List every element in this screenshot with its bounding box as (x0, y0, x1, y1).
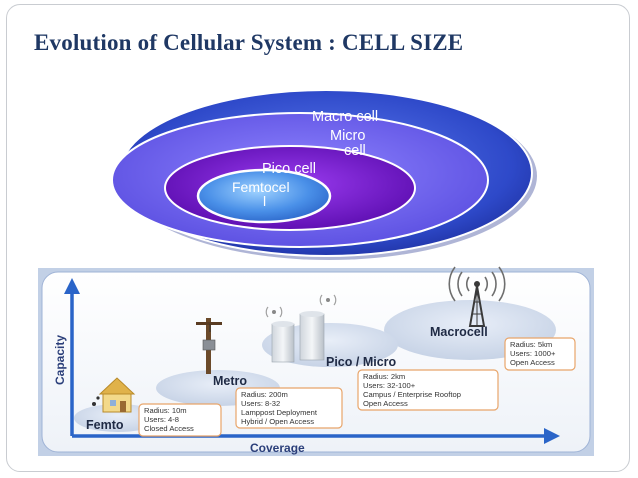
metro-info-box: Radius: 200m Users: 8-32 Lamppost Deploy… (235, 387, 343, 429)
pico-micro-info-line: Radius: 2km (363, 372, 405, 381)
macrocell-label: Macrocell (430, 325, 488, 339)
micro-cell-label-line2: cell (344, 143, 366, 159)
femto-info-line: Users: 4-8 (144, 415, 179, 424)
femto-info-line: Radius: 10m (144, 406, 187, 415)
metro-info-line: Users: 8-32 (241, 399, 280, 408)
metro-info-line: Lamppost Deployment (241, 408, 318, 417)
signal-waves-icon (265, 294, 337, 318)
metro-info-line: Radius: 200m (241, 390, 288, 399)
nested-cell-ellipses: Macro cell Micro cell Pico cell Femtocel… (111, 89, 537, 260)
femto-cell-ellipse (196, 168, 332, 224)
house-icon (92, 377, 136, 413)
micro-cell-label-line1: Micro (330, 128, 365, 144)
slide-frame (6, 4, 630, 472)
pico-micro-label: Pico / Micro (326, 355, 397, 369)
pico-micro-info-line: Users: 32-100+ (363, 381, 416, 390)
macro-cell-label: Macro cell (312, 109, 378, 125)
metro-label: Metro (213, 374, 247, 388)
pico-cell-label: Pico cell (262, 161, 316, 177)
coverage-axis-label: Coverage (250, 441, 305, 455)
slide-title: Evolution of Cellular System : CELL SIZE (34, 30, 464, 55)
macro-info-box: Radius: 5km Users: 1000+ Open Access (504, 337, 576, 371)
macro-info-line: Radius: 5km (510, 340, 552, 349)
macro-info-line: Users: 1000+ (510, 349, 556, 358)
femto-info-line: Closed Access (144, 424, 194, 433)
femto-cell-label-line1: Femtocel (232, 179, 290, 195)
cell-tower-icon (468, 281, 486, 327)
pico-micro-info-line: Open Access (363, 399, 408, 408)
x-axis-arrow (544, 428, 560, 444)
building-icon (271, 311, 325, 363)
pico-micro-info-box: Radius: 2km Users: 32-100+ Campus / Ente… (357, 369, 499, 411)
femto-info-box: Radius: 10m Users: 4-8 Closed Access (138, 403, 222, 437)
macro-info-line: Open Access (510, 358, 555, 367)
coverage-capacity-diagram: Capacity Coverage Femto Radius: 10m User… (38, 266, 594, 456)
y-axis-arrow (64, 278, 80, 294)
radio-waves-icon (448, 266, 506, 302)
femto-label: Femto (86, 418, 124, 432)
lamppost-icon (196, 318, 222, 374)
pico-micro-info-line: Campus / Enterprise Rooftop (363, 390, 461, 399)
femto-cell-label-line2: l (263, 193, 266, 209)
capacity-axis-label: Capacity (53, 335, 67, 385)
pico-micro-coverage-blob (262, 323, 398, 367)
metro-info-line: Hybrid / Open Access (241, 417, 314, 426)
